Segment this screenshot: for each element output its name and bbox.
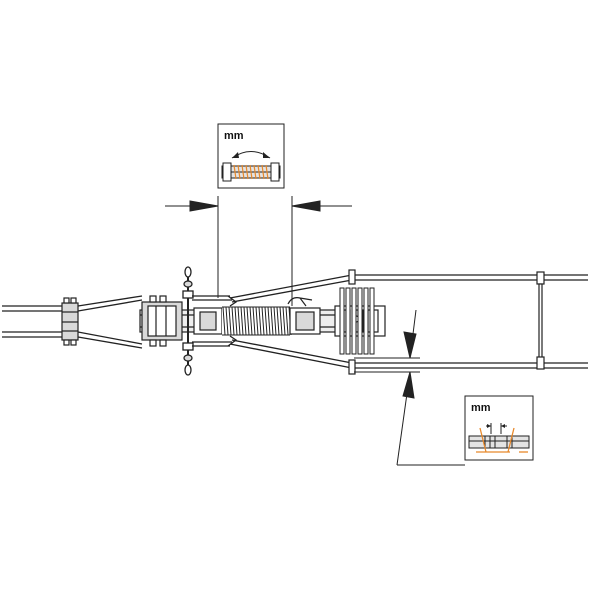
right-jaw-block: [287, 297, 321, 335]
callout-bottom-unit: mm: [471, 402, 491, 414]
jaw-block: [193, 307, 223, 335]
coil-spring: [222, 306, 292, 336]
callout-top-panel: mm: [217, 123, 285, 189]
right-frame-clips: [348, 269, 356, 375]
converging-rods: [77, 295, 143, 349]
left-rods: [2, 305, 62, 338]
disc-stack: [339, 287, 375, 355]
right-frame-rods: [352, 274, 588, 369]
vertical-bolt: [182, 266, 194, 376]
callout-top-unit: mm: [224, 130, 244, 142]
bar-end-block: [141, 295, 183, 347]
top-dimension: [165, 196, 352, 306]
callout-bottom-panel: mm: [464, 395, 534, 461]
spreader-bar: [536, 271, 545, 370]
callout-bottom-gap-icon: [468, 423, 530, 453]
callout-top-spring-icon: [221, 151, 281, 182]
left-clamp: [61, 297, 79, 346]
right-dimension: [354, 309, 465, 466]
